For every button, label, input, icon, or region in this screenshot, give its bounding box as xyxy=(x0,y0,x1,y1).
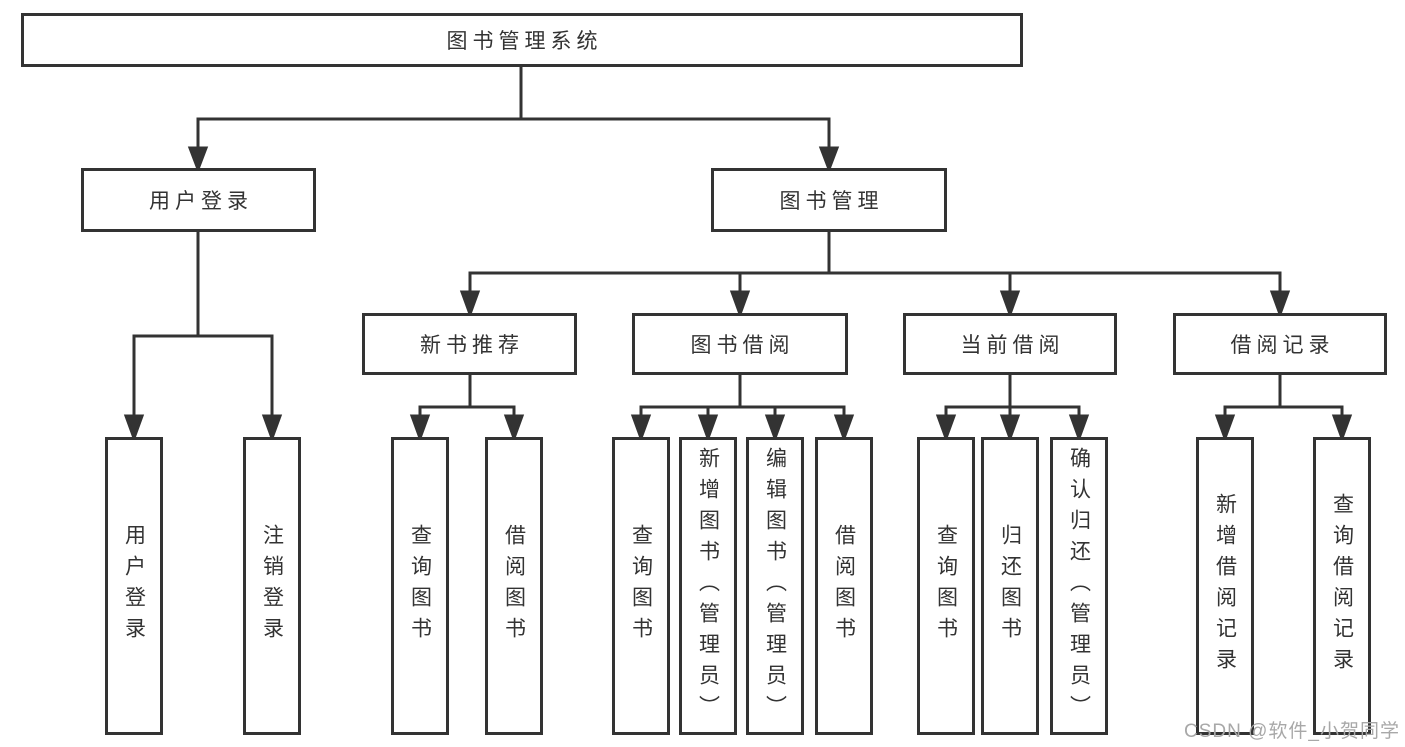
leaf-query-book-borrow: 查询图书 xyxy=(612,437,670,735)
node-root-system-label: 图书管理系统 xyxy=(446,30,603,53)
connector-root-to-level1 xyxy=(187,66,840,174)
node-borrow-record: 借阅记录 xyxy=(1173,313,1387,375)
leaf-query-book-recommend-label: 查询图书 xyxy=(408,524,432,648)
node-book-borrow-label: 图书借阅 xyxy=(690,334,795,357)
leaf-query-book-borrow-label: 查询图书 xyxy=(629,524,653,648)
node-new-book-recommend: 新书推荐 xyxy=(362,313,577,375)
leaf-confirm-return-admin: 确认归还（管理员） xyxy=(1050,437,1108,735)
node-current-borrow: 当前借阅 xyxy=(903,313,1117,375)
leaf-logout-label: 注销登录 xyxy=(260,524,284,648)
leaf-query-borrow-record-label: 查询借阅记录 xyxy=(1330,493,1354,679)
leaf-borrow-book: 借阅图书 xyxy=(815,437,873,735)
leaf-borrow-book-recommend-label: 借阅图书 xyxy=(502,524,526,648)
leaf-user-login-label: 用户登录 xyxy=(122,524,146,648)
leaf-query-book-current-label: 查询图书 xyxy=(934,524,958,648)
leaf-return-book-label: 归还图书 xyxy=(998,524,1022,648)
leaf-query-borrow-record: 查询借阅记录 xyxy=(1313,437,1371,735)
leaf-edit-book-admin-label: 编辑图书（管理员） xyxy=(763,446,787,726)
connector-new-book-children xyxy=(409,374,525,443)
connector-book-management-children xyxy=(459,231,1291,319)
node-current-borrow-label: 当前借阅 xyxy=(960,334,1065,357)
leaf-borrow-book-label: 借阅图书 xyxy=(832,524,856,648)
node-borrow-record-label: 借阅记录 xyxy=(1230,334,1335,357)
node-new-book-recommend-label: 新书推荐 xyxy=(420,334,524,357)
csdn-watermark: CSDN @软件_小贺同学 xyxy=(1184,721,1400,742)
node-book-management-label: 图书管理 xyxy=(779,190,884,213)
connector-user-login-children xyxy=(123,231,283,443)
leaf-add-book-admin: 新增图书（管理员） xyxy=(679,437,737,735)
leaf-user-login: 用户登录 xyxy=(105,437,163,735)
node-root-system: 图书管理系统 xyxy=(21,13,1023,67)
leaf-add-borrow-record-label: 新增借阅记录 xyxy=(1213,493,1237,679)
leaf-query-book-recommend: 查询图书 xyxy=(391,437,449,735)
connector-borrow-record-children xyxy=(1214,374,1353,443)
leaf-borrow-book-recommend: 借阅图书 xyxy=(485,437,543,735)
leaf-return-book: 归还图书 xyxy=(981,437,1039,735)
node-user-login-label: 用户登录 xyxy=(149,190,253,213)
node-book-management: 图书管理 xyxy=(711,168,947,232)
leaf-query-book-current: 查询图书 xyxy=(917,437,975,735)
leaf-edit-book-admin: 编辑图书（管理员） xyxy=(746,437,804,735)
leaf-add-borrow-record: 新增借阅记录 xyxy=(1196,437,1254,735)
connector-current-borrow-children xyxy=(935,374,1090,443)
node-book-borrow: 图书借阅 xyxy=(632,313,848,375)
leaf-logout: 注销登录 xyxy=(243,437,301,735)
leaf-add-book-admin-label: 新增图书（管理员） xyxy=(696,446,720,726)
leaf-confirm-return-admin-label: 确认归还（管理员） xyxy=(1067,446,1091,726)
connector-book-borrow-children xyxy=(630,374,855,443)
node-user-login: 用户登录 xyxy=(81,168,316,232)
